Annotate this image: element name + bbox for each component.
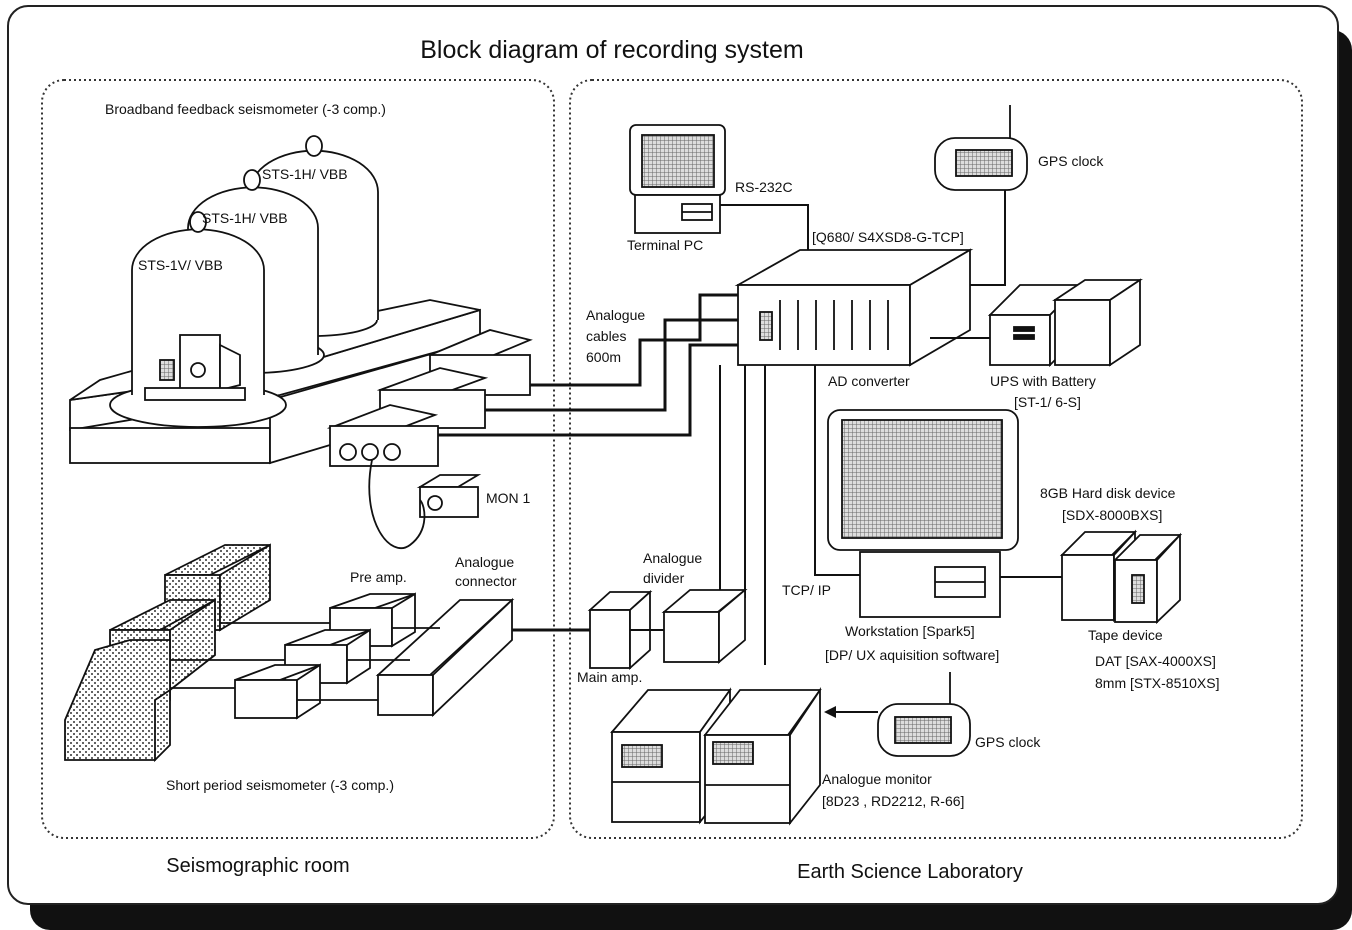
gps-clock-top-label: GPS clock <box>1038 153 1104 169</box>
gps-clock-top <box>934 105 1028 191</box>
ad-converter-label: AD converter <box>828 373 910 389</box>
sts1v-label: STS-1V/ VBB <box>138 257 223 273</box>
tcpip-label: TCP/ IP <box>782 582 831 598</box>
gps-clock-bottom-label: GPS clock <box>975 734 1041 750</box>
analogue-connector-label-2: connector <box>455 573 517 589</box>
analogue-connector-label-1: Analogue <box>455 554 514 570</box>
mon1-device <box>368 459 482 549</box>
hdd-label: 8GB Hard disk device <box>1040 485 1176 501</box>
terminal-pc-label: Terminal PC <box>627 237 703 253</box>
sts1h-b-label: STS-1H/ VBB <box>202 210 288 226</box>
ups-model-label: [ST-1/ 6-S] <box>1014 394 1081 410</box>
monitor-models-label: [8D23 , RD2212, R-66] <box>822 793 964 809</box>
broadband-seismometer-group <box>69 135 533 467</box>
ad-distribution-lines <box>719 365 860 665</box>
analogue-cables-label-3: 600m <box>586 349 621 365</box>
mon1-label: MON 1 <box>486 490 531 506</box>
pre-amp-label: Pre amp. <box>350 569 407 585</box>
seismographic-room-boundary <box>41 79 555 839</box>
analogue-cables <box>438 293 738 632</box>
main-amp-and-divider <box>587 588 748 671</box>
ups-with-battery <box>987 278 1143 368</box>
ups-label: UPS with Battery <box>990 373 1096 389</box>
workstation-label: Workstation [Spark5] <box>845 623 975 639</box>
gps-top-line <box>955 190 1006 286</box>
software-label: [DP/ UX aquisition software] <box>825 647 999 663</box>
workstation <box>827 409 1019 618</box>
analogue-divider-label-1: Analogue <box>643 550 702 566</box>
analogue-cables-label-1: Analogue <box>586 307 645 323</box>
gps-clock-bottom <box>877 672 971 757</box>
analogue-cables-label-2: cables <box>586 328 626 344</box>
broadband-label: Broadband feedback seismometer (-3 comp.… <box>105 101 386 117</box>
page-title: Block diagram of recording system <box>420 36 803 64</box>
hdd-tape-devices <box>1059 529 1183 625</box>
dat-label: DAT [SAX-4000XS] <box>1095 653 1216 669</box>
earth-science-lab-boundary <box>569 79 1303 839</box>
sts1h-a-label: STS-1H/ VBB <box>262 166 348 182</box>
ad-converter <box>734 248 974 367</box>
seismographic-room-label: Seismographic room <box>166 855 349 877</box>
analogue-monitors <box>610 687 822 826</box>
main-amp-label: Main amp. <box>577 669 642 685</box>
terminal-pc <box>629 124 726 234</box>
hdd-model-label: [SDX-8000BXS] <box>1062 507 1162 523</box>
rs232c-line <box>720 204 809 255</box>
tape-label: Tape device <box>1088 627 1163 643</box>
q680-label: [Q680/ S4XSD8-G-TCP] <box>812 229 964 245</box>
earth-science-lab-label: Earth Science Laboratory <box>797 861 1023 883</box>
mm8-label: 8mm [STX-8510XS] <box>1095 675 1220 691</box>
analogue-divider-label-2: divider <box>643 570 685 586</box>
arrowhead-gps-bottom <box>824 706 836 718</box>
rs232c-label: RS-232C <box>735 179 793 195</box>
analogue-monitor-label: Analogue monitor <box>822 771 932 787</box>
short-period-seismometer-group <box>64 543 515 763</box>
short-period-label: Short period seismometer (-3 comp.) <box>166 777 394 793</box>
